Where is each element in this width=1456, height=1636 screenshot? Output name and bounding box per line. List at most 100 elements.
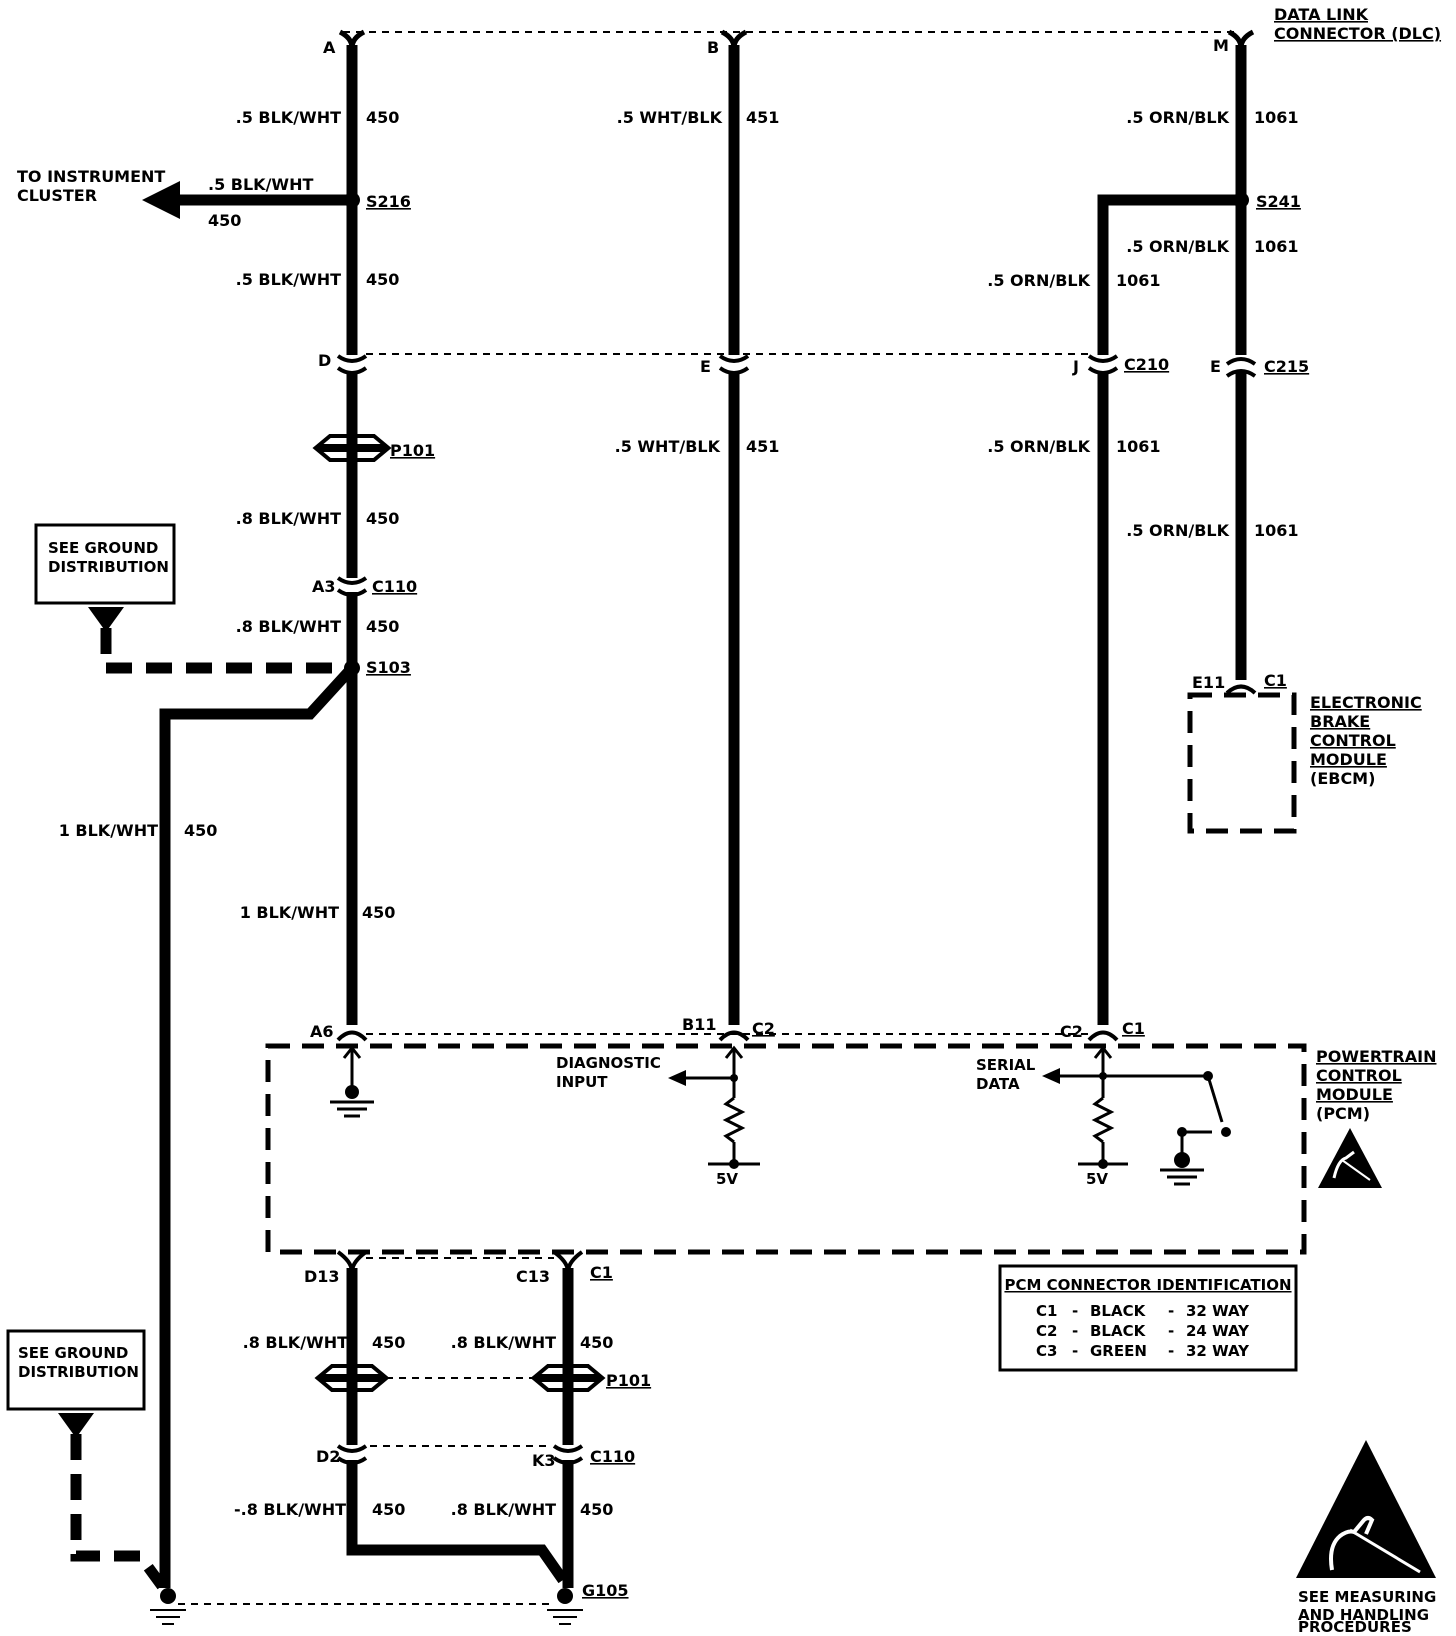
connector-pcm-c1-label: C1 <box>1122 1019 1145 1038</box>
esd-note-line3: PROCEDURES <box>1298 1618 1412 1636</box>
dlc-pin-b: B <box>707 38 719 57</box>
ground-ref-lower-line1: SEE GROUND <box>18 1344 128 1362</box>
connector-c110-upper-terminal <box>336 576 368 597</box>
wire-label-c13-circuit: 450 <box>580 1333 613 1352</box>
wire-label-b-lower-circuit: 451 <box>746 437 779 456</box>
pcm-diagnostic-label-line1: DIAGNOSTIC <box>556 1054 661 1072</box>
ground-ref-upper-line1: SEE GROUND <box>48 539 158 557</box>
ground-ref-upper-dashed-wire <box>100 628 345 674</box>
wire-label-p101-color: .8 BLK/WHT <box>236 509 341 528</box>
ground-ref-upper-line2: DISTRIBUTION <box>48 558 169 576</box>
ground-ref-lower-line2: DISTRIBUTION <box>18 1363 139 1381</box>
wire-label-branch-color: 1 BLK/WHT <box>59 821 158 840</box>
connector-c215-label: C215 <box>1264 357 1309 376</box>
esd-note-line2: AND HANDLING <box>1298 1606 1429 1624</box>
wire-450-d2-to-g105 <box>346 1460 568 1584</box>
pcm-line2: CONTROL <box>1316 1066 1402 1085</box>
pcm-terminal-d13 <box>336 1250 368 1273</box>
ebcm-line4: MODULE <box>1310 750 1387 769</box>
connector-p101-upper-label: P101 <box>390 441 435 460</box>
dlc-pin-a: A <box>323 38 336 57</box>
connector-d-label: D <box>318 351 331 370</box>
connector-c110-lower-left-terminal <box>336 1444 368 1465</box>
pcm-terminal-b11 <box>718 1030 750 1042</box>
wire-label-m-color: .5 ORN/BLK <box>1126 108 1229 127</box>
pcm-diagnostic-label-line2: INPUT <box>556 1073 608 1091</box>
instrument-cluster-line1: TO INSTRUMENT <box>17 167 165 186</box>
ground-ref-lower-box <box>6 1329 146 1411</box>
connector-p101-lower-label: P101 <box>606 1371 651 1390</box>
connector-b11-label: B11 <box>682 1015 716 1034</box>
wire-label-d13-color: .8 BLK/WHT <box>243 1333 348 1352</box>
connector-e11-label: E11 <box>1192 673 1225 692</box>
wire-label-d13-circuit: 450 <box>372 1333 405 1352</box>
pcm-connector-id-row3-color: GREEN <box>1090 1342 1147 1360</box>
connector-e-terminal <box>718 354 750 375</box>
wire-label-branch-circuit: 450 <box>184 821 217 840</box>
splice-s241-label: S241 <box>1256 192 1301 211</box>
wire-label-d2-circuit: 450 <box>372 1500 405 1519</box>
ground-g105-right-symbol <box>547 1588 583 1625</box>
pcm-connector-id-row3-sep2: - <box>1168 1342 1174 1360</box>
wire-label-k3-color: .8 BLK/WHT <box>451 1500 556 1519</box>
pcm-connector-id-row: C3 - GREEN - 32 WAY <box>1036 1342 1250 1360</box>
wire-label-c210-upper-color: .5 ORN/BLK <box>987 271 1090 290</box>
ebcm-line2: BRAKE <box>1310 712 1370 731</box>
ground-g105-label: G105 <box>582 1581 629 1600</box>
connector-p101-lower-right <box>530 1360 606 1396</box>
pcm-diagnostic-circuit <box>668 1045 760 1169</box>
ebcm-terminal-e11 <box>1225 684 1257 695</box>
wire-label-c210-lower-color: .5 ORN/BLK <box>987 437 1090 456</box>
wire-label-c210-lower-circuit: 1061 <box>1116 437 1161 456</box>
pcm-serial-5v: 5V <box>1086 1170 1108 1188</box>
pcm-connector-id-row: C2 - BLACK - 24 WAY <box>1036 1322 1250 1340</box>
wire-label-a6-circuit: 450 <box>362 903 395 922</box>
wire-450-s103-to-g105 <box>159 664 357 1588</box>
wire-label-c13-color: .8 BLK/WHT <box>451 1333 556 1352</box>
pcm-serial-label-line2: DATA <box>976 1075 1020 1093</box>
connector-d2-label: D2 <box>316 1447 340 1466</box>
connector-d13-label: D13 <box>304 1267 340 1286</box>
wire-label-b-circuit: 451 <box>746 108 779 127</box>
wire-label-a-circuit: 450 <box>366 108 399 127</box>
ground-ref-lower-arrow <box>58 1413 94 1438</box>
connector-pcm-c1-bottom-label: C1 <box>590 1263 613 1282</box>
pcm-connector-id-row3-size: 32 WAY <box>1186 1342 1250 1360</box>
wire-label-k3-circuit: 450 <box>580 1500 613 1519</box>
wire-label-b-color: .5 WHT/BLK <box>617 108 723 127</box>
pcm-terminal-c13 <box>552 1250 584 1273</box>
splice-s216 <box>344 192 360 208</box>
pcm-diagnostic-5v: 5V <box>716 1170 738 1188</box>
connector-j-terminal <box>1087 354 1119 375</box>
wire-label-s216-circuit: 450 <box>366 270 399 289</box>
connector-j-label: J <box>1072 357 1079 376</box>
wire-label-s216-color: .5 BLK/WHT <box>236 270 341 289</box>
wire-1061-s241-to-c210 <box>1097 194 1241 355</box>
connector-k3-label: K3 <box>532 1451 556 1470</box>
wire-label-ebcm-color: .5 ORN/BLK <box>1126 521 1229 540</box>
pcm-connector-id-row2-name: C2 <box>1036 1322 1057 1340</box>
instrument-cluster-arrow <box>142 181 180 219</box>
connector-pcm-c2-label: C2 <box>752 1019 775 1038</box>
pcm-line1: POWERTRAIN <box>1316 1047 1436 1066</box>
pcm-line3: MODULE <box>1316 1085 1393 1104</box>
pcm-a6-ground <box>330 1045 374 1118</box>
pcm-connector-id-row2-size: 24 WAY <box>1186 1322 1250 1340</box>
wire-label-cluster-circuit: 450 <box>208 211 241 230</box>
pcm-connector-id-row: C1 - BLACK - 32 WAY <box>1036 1302 1250 1320</box>
ebcm-outline <box>1187 692 1297 834</box>
wire-label-m-circuit: 1061 <box>1254 108 1299 127</box>
wire-label-a-color: .5 BLK/WHT <box>236 108 341 127</box>
connector-a6-label: A6 <box>310 1022 334 1041</box>
pcm-connector-id-row3-sep1: - <box>1072 1342 1078 1360</box>
pcm-terminal-c2 <box>1087 1030 1119 1042</box>
pcm-connector-id-row1-name: C1 <box>1036 1302 1057 1320</box>
connector-ebcm-c1-label: C1 <box>1264 671 1287 690</box>
wire-label-c110-circuit: 450 <box>366 617 399 636</box>
wire-label-b-lower-color: .5 WHT/BLK <box>615 437 721 456</box>
pcm-terminal-a6 <box>336 1030 368 1042</box>
wire-label-c210-upper-circuit: 1061 <box>1116 271 1161 290</box>
splice-s103 <box>344 660 360 676</box>
connector-c210-label: C210 <box>1124 355 1169 374</box>
